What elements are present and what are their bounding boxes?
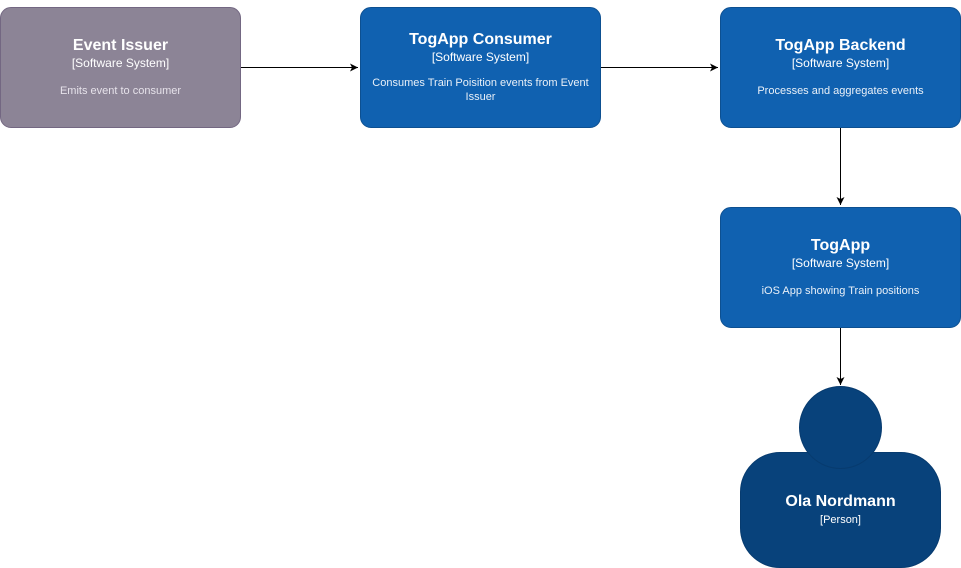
node-type: [Software System] (431, 50, 530, 64)
togapp-backend-node[interactable]: TogApp Backend [Software System] Process… (720, 7, 961, 128)
person-type: [Person] (820, 514, 861, 526)
togapp-consumer-node[interactable]: TogApp Consumer [Software System] Consum… (360, 7, 601, 128)
node-description: iOS App showing Train positions (761, 285, 920, 297)
node-type: [Software System] (791, 256, 890, 270)
togapp-node[interactable]: TogApp [Software System] iOS App showing… (720, 207, 961, 328)
node-type: [Software System] (791, 56, 890, 70)
node-name: Event Issuer (72, 37, 169, 54)
person-node[interactable]: Ola Nordmann [Person] (740, 452, 941, 568)
node-description: Processes and aggregates events (757, 85, 924, 97)
node-name: TogApp Backend (775, 37, 906, 54)
event-issuer-node[interactable]: Event Issuer [Software System] Emits eve… (0, 7, 241, 128)
node-type: [Software System] (71, 56, 170, 70)
node-description: Consumes Train Poisition events from Eve… (372, 77, 589, 103)
node-name: TogApp Consumer (409, 31, 552, 48)
person-name: Ola Nordmann (785, 493, 896, 510)
node-description: Emits event to consumer (59, 85, 182, 97)
node-name: TogApp (810, 237, 871, 254)
person-head-icon[interactable] (799, 386, 882, 469)
